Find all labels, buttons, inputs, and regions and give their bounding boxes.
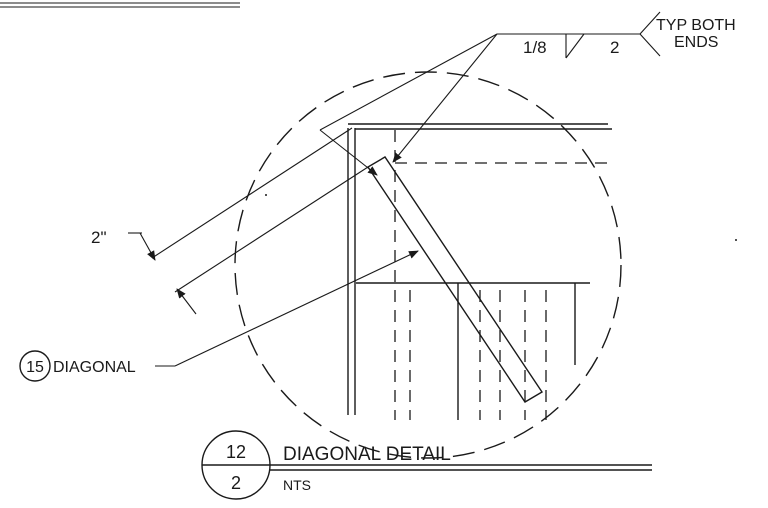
top-rail	[348, 123, 612, 130]
callout-label: DIAGONAL	[53, 359, 136, 376]
weld-symbol-leaders	[319, 11, 661, 176]
vertical-post	[347, 128, 356, 415]
detail-boundary-circle	[234, 71, 622, 459]
weld-length-text: 2	[610, 38, 619, 57]
weld-note-line2: ENDS	[674, 34, 718, 51]
vertical-members	[457, 283, 576, 420]
hidden-lines	[394, 130, 612, 420]
sheet-number: 2	[231, 473, 241, 493]
weld-note-line1: TYP BOTH	[656, 17, 736, 34]
callout-number: 15	[26, 359, 44, 376]
dimension-lines	[128, 127, 369, 315]
detail-scale: NTS	[283, 477, 311, 493]
detail-number: 12	[226, 442, 246, 462]
callout-bubble	[19, 350, 51, 382]
fillet-weld-symbol	[565, 33, 585, 59]
diagonal-callout: 15 DIAGONAL	[19, 250, 419, 382]
dimension-offset-text: 2"	[91, 228, 107, 247]
detail-title: DIAGONAL DETAIL	[283, 444, 451, 465]
detail-title-block: 12 2 DIAGONAL DETAIL NTS	[201, 430, 652, 500]
sheet-border-fragment	[0, 2, 240, 8]
diagonal-member	[367, 156, 543, 403]
weld-size-text: 1/8	[523, 38, 547, 57]
